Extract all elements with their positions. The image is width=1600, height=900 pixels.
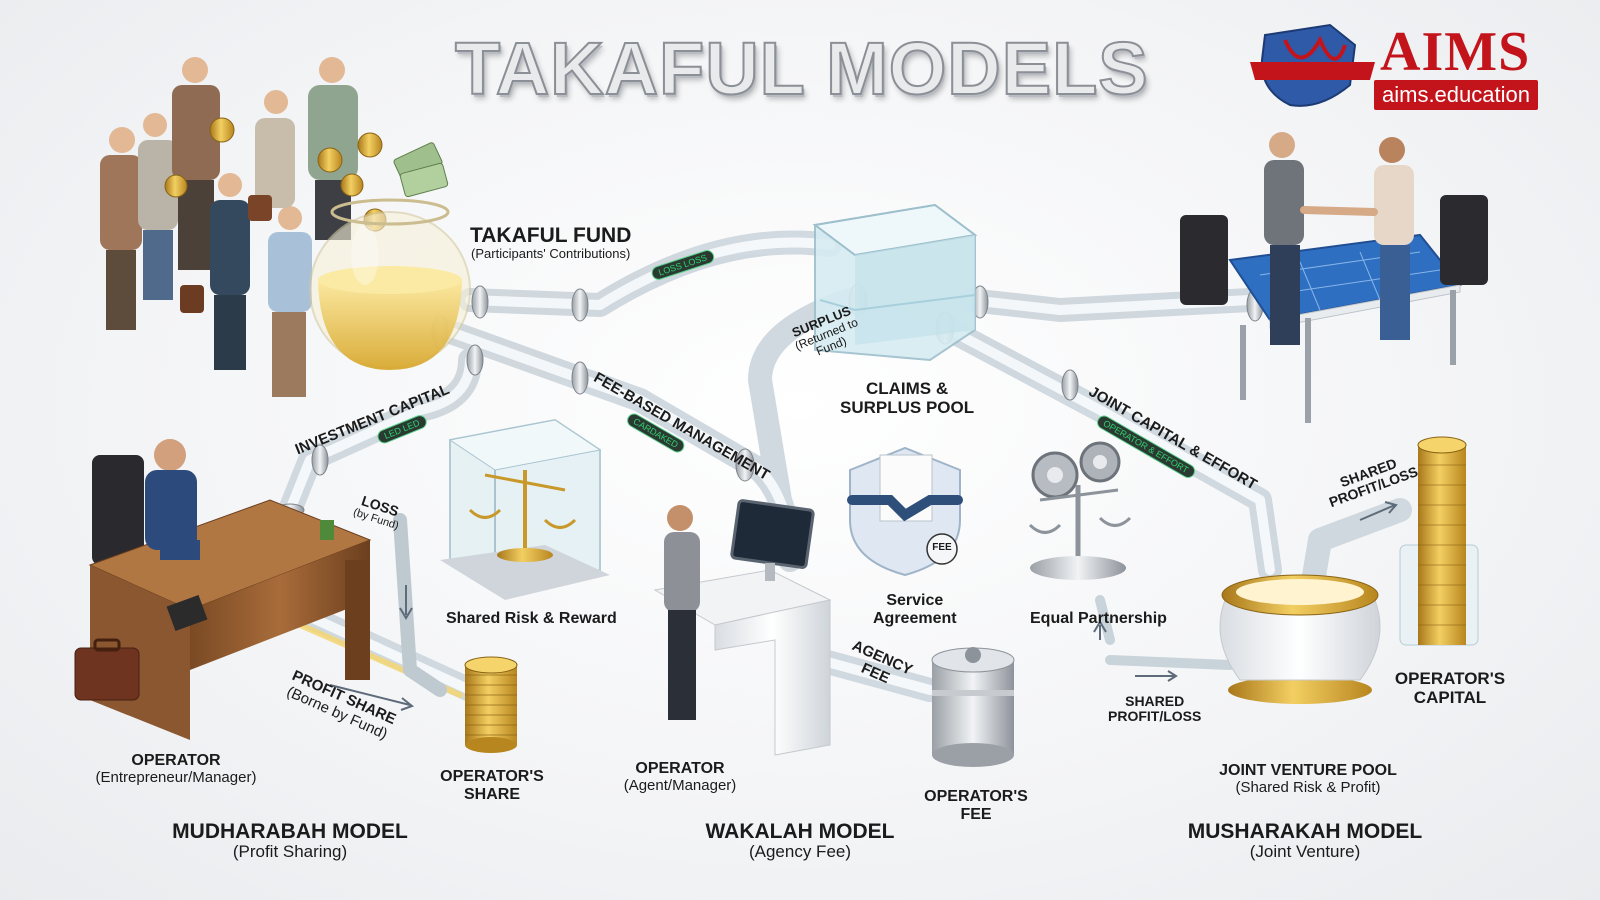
mudharabah-operator: OPERATOR (Entrepreneur/Manager) — [82, 752, 270, 786]
musharakah-model: MUSHARAKAH MODEL (Joint Venture) — [1170, 820, 1440, 862]
musharakah-operator-capital: OPERATOR'S CAPITAL — [1392, 669, 1508, 707]
service-agreement-badge — [847, 446, 963, 577]
musharakah-model-title: MUSHARAKAH MODEL — [1187, 820, 1423, 843]
mudharabah-share-line2: SHARE — [463, 785, 520, 803]
mudharabah-model-sub: (Profit Sharing) — [232, 842, 348, 862]
fee-badge: FEE — [932, 542, 952, 553]
fund-label: TAKAFUL FUND (Participants' Contribution… — [470, 224, 631, 261]
concept-shared-profit-loss: SHARED PROFIT/LOSS — [1108, 693, 1202, 725]
logo-url[interactable]: aims.education — [1374, 80, 1538, 110]
wakalah-fee-line2: FEE — [960, 805, 992, 823]
mudharabah-operator-sub: (Entrepreneur/Manager) — [95, 768, 257, 786]
pool-title-line2: SURPLUS POOL — [840, 397, 975, 417]
wakalah-operator: OPERATOR (Agent/Manager) — [605, 760, 755, 794]
mudharabah-share-line1: OPERATOR'S — [440, 768, 544, 785]
concept-shared-pl-line2: PROFIT/LOSS — [1108, 708, 1202, 725]
takaful-fund-jar — [309, 198, 471, 370]
coin-stack-mudharabah — [464, 656, 518, 753]
aims-crest — [1250, 23, 1375, 107]
coin-stack-musharakah — [1399, 436, 1479, 646]
wakalah-model-title: WAKALAH MODEL — [705, 820, 895, 843]
musharakah-model-sub: (Joint Venture) — [1249, 842, 1361, 862]
joint-venture-pool-title: JOINT VENTURE POOL — [1219, 762, 1397, 779]
mudharabah-desk — [74, 439, 372, 740]
glass-scale-cube — [440, 418, 610, 600]
joint-venture-pool: JOINT VENTURE POOL (Shared Risk & Profit… — [1210, 762, 1406, 796]
mudharabah-operator-share: OPERATOR'S SHARE — [440, 768, 544, 803]
mudharabah-model-title: MUDHARABAH MODEL — [172, 820, 408, 843]
concept-service-line2: Agreement — [873, 609, 957, 627]
fund-subtitle: (Participants' Contributions) — [471, 246, 631, 262]
fund-title: TAKAFUL FUND — [470, 224, 632, 247]
musharakah-capital-line1: OPERATOR'S — [1394, 669, 1506, 688]
concept-service-agreement: Service Agreement — [873, 592, 957, 627]
pool-label: CLAIMS & SURPLUS POOL — [840, 379, 975, 417]
aims-logo[interactable]: AIMS aims.education — [1270, 20, 1570, 115]
wakalah-workstation — [653, 499, 832, 756]
joint-venture-pool-sub: (Shared Risk & Profit) — [1235, 778, 1381, 796]
falling-coins — [164, 117, 387, 232]
fee-canister — [931, 647, 1015, 767]
concept-shared-pl-line1: SHARED — [1125, 693, 1185, 709]
wakalah-model-sub: (Agency Fee) — [748, 842, 852, 862]
mudharabah-operator-title: OPERATOR — [131, 752, 221, 769]
flow-arrows — [329, 501, 1398, 711]
concept-shared-risk: Shared Risk & Reward — [446, 610, 617, 627]
wakalah-operator-fee: OPERATOR'S FEE — [920, 788, 1032, 823]
wakalah-operator-sub: (Agent/Manager) — [623, 776, 737, 794]
joint-venture-pot — [1219, 574, 1381, 704]
musharakah-capital-line2: CAPITAL — [1413, 687, 1487, 707]
pool-title-line1: CLAIMS & — [865, 379, 949, 398]
concept-service-line1: Service — [886, 592, 944, 609]
mudharabah-model: MUDHARABAH MODEL (Profit Sharing) — [160, 820, 420, 862]
participants-group — [100, 57, 358, 397]
handshake-meeting — [1180, 132, 1488, 423]
logo-wordmark: AIMS — [1380, 21, 1531, 83]
gears-scale — [1028, 441, 1132, 580]
concept-equal-partnership: Equal Partnership — [1030, 610, 1167, 627]
wakalah-model: WAKALAH MODEL (Agency Fee) — [690, 820, 910, 862]
page-title: TAKAFUL MODELS — [454, 27, 1149, 111]
banknotes — [393, 142, 449, 198]
wakalah-fee-line1: OPERATOR'S — [924, 788, 1028, 805]
claims-surplus-tank — [812, 203, 978, 362]
wakalah-operator-title: OPERATOR — [635, 760, 725, 777]
